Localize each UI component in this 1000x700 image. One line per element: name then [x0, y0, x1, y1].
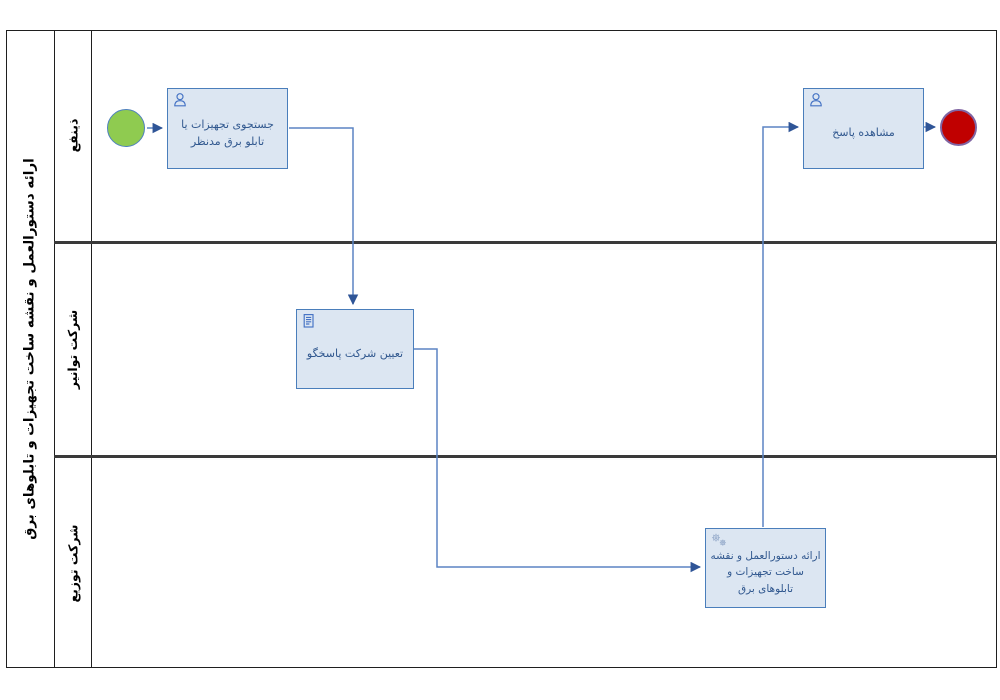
- user-icon: [172, 92, 188, 113]
- pool-title-cell: ارائه دستورالعمل و نقشه ساخت تجهیزات و ت…: [6, 30, 54, 668]
- pool-title: ارائه دستورالعمل و نقشه ساخت تجهیزات و ت…: [22, 158, 39, 540]
- document-icon: [301, 313, 316, 334]
- task-provide-instructions: ارائه دستورالعمل و نقشه ساخت تجهیزات و ت…: [705, 528, 826, 608]
- task-view-response-label: مشاهده پاسخ: [832, 126, 895, 140]
- task-determine-responder-label: تعیین شرکت پاسخگو: [306, 346, 404, 360]
- user-icon: [808, 92, 824, 113]
- lane-distribution-company: شرکت توزیع: [54, 458, 91, 668]
- lane-stakeholder-label: ذینفع: [65, 118, 80, 153]
- pool-frame: [6, 30, 997, 668]
- task-search-equipment: جستجوی تجهیزات یا تابلو برق مدنظر: [167, 88, 288, 169]
- lane-stakeholder: ذینفع: [54, 30, 91, 241]
- end-event: [940, 109, 977, 146]
- lane-divider-2: [54, 455, 997, 458]
- task-view-response: مشاهده پاسخ: [803, 88, 924, 169]
- lane-tavanir-company: شرکت توانیر: [54, 244, 91, 455]
- task-search-equipment-label: جستجوی تجهیزات یا تابلو برق مدنظر: [181, 117, 274, 148]
- pool-title-divider: [54, 30, 55, 668]
- task-provide-instructions-label: ارائه دستورالعمل و نقشه ساخت تجهیزات و ت…: [710, 550, 821, 595]
- start-event: [107, 109, 145, 147]
- lane-distribution-company-label: شرکت توزیع: [65, 524, 81, 602]
- lane-label-divider: [91, 30, 92, 668]
- lane-divider-1: [54, 241, 997, 244]
- task-determine-responder: تعیین شرکت پاسخگو: [296, 309, 414, 389]
- lane-tavanir-company-label: شرکت توانیر: [65, 309, 80, 390]
- gears-icon: [710, 532, 728, 553]
